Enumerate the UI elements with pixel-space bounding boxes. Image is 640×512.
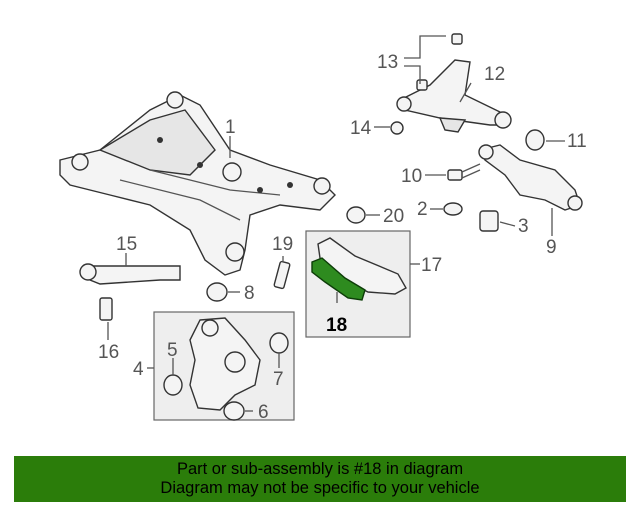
- washer-part-14[interactable]: [390, 121, 404, 135]
- callout-8: 8: [244, 283, 255, 304]
- banner-line-1: Part or sub-assembly is #18 in diagram: [176, 460, 464, 478]
- callout-14: 14: [350, 118, 372, 139]
- callout-7: 7: [273, 369, 284, 390]
- info-banner: Part or sub-assembly is #18 in diagram D…: [14, 456, 626, 502]
- bolt-part-16[interactable]: [99, 297, 113, 321]
- callout-17: 17: [421, 255, 442, 276]
- callout-12: 12: [484, 64, 505, 85]
- bolt-part-10[interactable]: [447, 163, 481, 181]
- callout-5: 5: [167, 340, 178, 361]
- highlighted-arm-part-18[interactable]: [311, 257, 366, 301]
- bushing-part-20[interactable]: [346, 206, 366, 224]
- lower-arm-part-9[interactable]: [478, 144, 583, 211]
- bushing-part-11[interactable]: [525, 129, 545, 151]
- stop-part-3[interactable]: [479, 210, 499, 232]
- bushing-part-6[interactable]: [223, 401, 245, 421]
- link-part-15[interactable]: [79, 263, 181, 285]
- callout-10: 10: [401, 166, 422, 187]
- bushing-part-5[interactable]: [163, 374, 183, 396]
- callout-4: 4: [133, 359, 144, 380]
- leader-lines: [107, 35, 565, 412]
- callout-16: 16: [98, 342, 119, 363]
- callout-3: 3: [518, 216, 529, 237]
- callout-18: 18: [326, 315, 347, 336]
- bolt-part-19[interactable]: [273, 260, 291, 290]
- callout-2: 2: [417, 199, 428, 220]
- callout-1: 1: [225, 117, 236, 138]
- callout-11: 11: [567, 131, 587, 152]
- knuckle-part-4[interactable]: [189, 317, 261, 411]
- parts-diagram: 1 2 3 4 5 6 7 8 9 10 11 12 13 14 15 16 1…: [59, 33, 587, 423]
- washer-part-2[interactable]: [443, 202, 463, 216]
- subframe-part-1[interactable]: [59, 91, 336, 276]
- callout-9: 9: [546, 237, 557, 258]
- banner-line-2: Diagram may not be specific to your vehi…: [160, 479, 480, 497]
- callout-20: 20: [383, 206, 404, 227]
- bolts-part-13[interactable]: [416, 33, 463, 91]
- bushing-part-8[interactable]: [206, 282, 228, 302]
- callout-15: 15: [116, 234, 137, 255]
- callout-6: 6: [258, 402, 269, 423]
- callout-13: 13: [377, 52, 398, 73]
- bushing-part-7[interactable]: [269, 332, 289, 354]
- upper-arm-part-12[interactable]: [396, 59, 512, 133]
- callout-19: 19: [272, 234, 293, 255]
